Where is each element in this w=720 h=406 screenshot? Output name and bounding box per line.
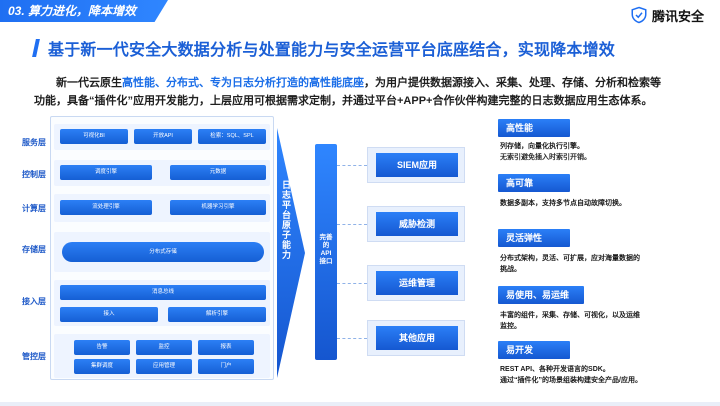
feature-title-elasticity: 灵活弹性	[498, 229, 570, 247]
layer-label-storage: 存储层	[22, 245, 46, 254]
shield-icon	[631, 6, 647, 24]
feature-desc-ease: 丰富的组件，采集、存储、可视化，以及运维 监控。	[500, 312, 640, 330]
layer-label-control: 控制层	[22, 170, 46, 179]
feature-title-development: 易开发	[498, 341, 570, 359]
app-card-siem: SIEM应用	[367, 147, 465, 183]
chip-parse-engine[interactable]: 解析引擎	[168, 307, 266, 322]
brand-logo: 腾讯安全	[630, 6, 704, 24]
page-title-wrap: 基于新一代安全大数据分析与处置能力与安全运营平台底座结合，实现降本增效	[32, 36, 616, 60]
chip-portal[interactable]: 门户	[198, 359, 254, 374]
section-tag: 03. 算力进化，降本增效	[0, 0, 168, 22]
api-interface-box	[315, 144, 337, 360]
chip-ingest[interactable]: 接入	[60, 307, 158, 322]
app-button-siem[interactable]: SIEM应用	[376, 153, 458, 177]
app-card-ops: 运维管理	[367, 265, 465, 301]
title-accent-bar	[32, 39, 40, 57]
brand-name: 腾讯安全	[651, 8, 704, 24]
connector-threat	[337, 224, 367, 225]
intro-highlight: 高性能、分布式、专为日志分析打造的高性能底座	[122, 77, 364, 89]
feature-title-ease: 易使用、易运维	[498, 286, 584, 304]
app-card-threat: 威胁检测	[367, 206, 465, 242]
connector-other	[337, 338, 367, 339]
app-card-other: 其他应用	[367, 320, 465, 356]
chip-report[interactable]: 报表	[198, 340, 254, 355]
chip-alert[interactable]: 告警	[74, 340, 130, 355]
page-title: 基于新一代安全大数据分析与处置能力与安全运营平台底座结合，实现降本增效	[48, 42, 616, 59]
api-interface-label: 完善 的 API 接口	[319, 234, 333, 265]
feature-desc-elasticity: 分布式架构，灵活、可扩展，应对海量数据的 挑战。	[500, 255, 640, 273]
chip-cluster-scheduling[interactable]: 集群调度	[74, 359, 130, 374]
feature-title-performance: 高性能	[498, 119, 570, 137]
feature-desc-development: REST API、各种开发语言的SDK。 通过“插件化”的场景组装构建安全产品/…	[500, 366, 642, 384]
app-button-other-apps[interactable]: 其他应用	[376, 326, 458, 350]
connector-ops	[337, 283, 367, 284]
intro-text: 新一代云原生	[56, 77, 122, 89]
app-button-ops-management[interactable]: 运维管理	[376, 271, 458, 295]
chip-monitor[interactable]: 监控	[136, 340, 192, 355]
chip-app-management[interactable]: 应用管理	[136, 359, 192, 374]
feature-title-reliability: 高可靠	[498, 174, 570, 192]
layer-label-compute: 计算层	[22, 204, 46, 213]
chip-metadata[interactable]: 元数据	[170, 165, 266, 180]
intro-paragraph: 新一代云原生高性能、分布式、专为日志分析打造的高性能底座，为用户提供数据源接入、…	[34, 74, 694, 110]
feature-desc-reliability: 数据多副本，支持多节点自动故障切换。	[500, 200, 626, 207]
chip-message-bus[interactable]: 消息总线	[60, 285, 266, 300]
intro-line-2: 功能，具备“插件化”应用开发能力，上层应用可根据需求定制，并通过平台+APP+合…	[34, 95, 653, 107]
chip-bi[interactable]: 可视化BI	[60, 129, 128, 144]
chip-distributed-storage[interactable]: 分布式存储	[62, 242, 264, 262]
layer-label-management: 管控层	[22, 352, 46, 361]
chip-open-api[interactable]: 开放API	[134, 129, 192, 144]
app-button-threat-detection[interactable]: 威胁检测	[376, 212, 458, 236]
intro-text-2: ，为用户提供数据源接入、采集、处理、存储、分析和检索等	[364, 77, 661, 89]
chip-ml-engine[interactable]: 机器学习引擎	[170, 200, 266, 215]
chip-scheduler[interactable]: 调度引擎	[60, 165, 152, 180]
feature-desc-performance: 列存储，向量化执行引擎。 无索引避免插入时索引开销。	[500, 143, 591, 161]
chip-search[interactable]: 检索：SQL、SPL	[198, 129, 266, 144]
layer-label-service: 服务层	[22, 138, 46, 147]
layer-label-access: 接入层	[22, 297, 46, 306]
bottom-bar	[0, 402, 720, 406]
chip-stream-engine[interactable]: 流处理引擎	[60, 200, 152, 215]
capability-arrow-label: 日志平台原子能力	[281, 180, 291, 260]
connector-siem	[337, 165, 367, 166]
